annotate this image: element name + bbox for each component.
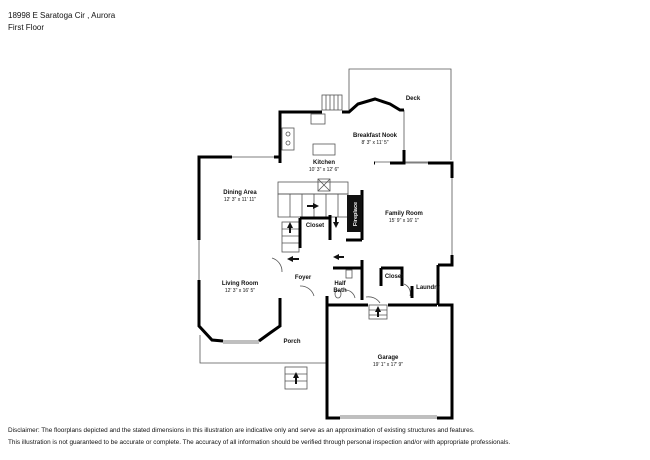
walls (197, 97, 454, 420)
family-room-dims: 15' 9" x 16' 1" (389, 218, 419, 224)
kitchen-label: Kitchen (313, 160, 335, 166)
closet-lower-label: Closet (385, 274, 403, 280)
refrigerator (317, 178, 331, 192)
kitchen-wall (278, 110, 322, 163)
garage-dims: 19' 1" x 17' 9" (373, 362, 403, 368)
west-wall (197, 155, 232, 240)
disclaimer-line-1: Disclaimer: The floorplans depicted and … (8, 427, 475, 434)
disclaimer-line-2: This illustration is not guaranteed to b… (8, 439, 511, 446)
kitchen-counter (281, 127, 295, 151)
door-swing (271, 257, 283, 273)
living-room-label: Living Room (222, 281, 258, 287)
breakfast-nook-dims: 8' 3" x 11' 5" (361, 140, 388, 146)
garage-label: Garage (378, 355, 399, 361)
porch-outline (199, 335, 327, 364)
dining-area-dims: 12' 3" x 11' 11" (224, 197, 256, 203)
dining-area-label: Dining Area (223, 190, 257, 196)
family-room-label: Family Room (385, 211, 423, 217)
fireplace-label: Fireplace (353, 202, 359, 226)
stair-arrows (287, 203, 381, 384)
closet-upper-label: Closet (306, 223, 324, 229)
deck-outline (348, 68, 452, 160)
garage-wall (325, 303, 368, 420)
kitchen-island (312, 143, 336, 156)
porch-label: Porch (283, 339, 300, 345)
family-room-wall (428, 161, 454, 178)
breakfast-nook-label: Breakfast Nook (353, 133, 398, 139)
deck-label: Deck (406, 96, 421, 102)
kitchen-dims: 10' 3" x 12' 6" (309, 167, 339, 173)
toilet-icon (334, 289, 342, 299)
property-address: 18998 E Saratoga Cir , Aurora (8, 11, 116, 20)
deck-stairs (321, 94, 343, 111)
laundry-label: Laundry (416, 285, 440, 291)
floor-label: First Floor (8, 23, 44, 32)
half-bath-label-line1: Half (334, 281, 346, 287)
fireplace-box (347, 195, 362, 232)
foyer-label: Foyer (295, 275, 312, 281)
living-room-dims: 12' 3" x 16' 5" (225, 288, 255, 294)
half-bath-label-line2: Bath (333, 288, 347, 294)
arrow-icon (313, 203, 319, 209)
